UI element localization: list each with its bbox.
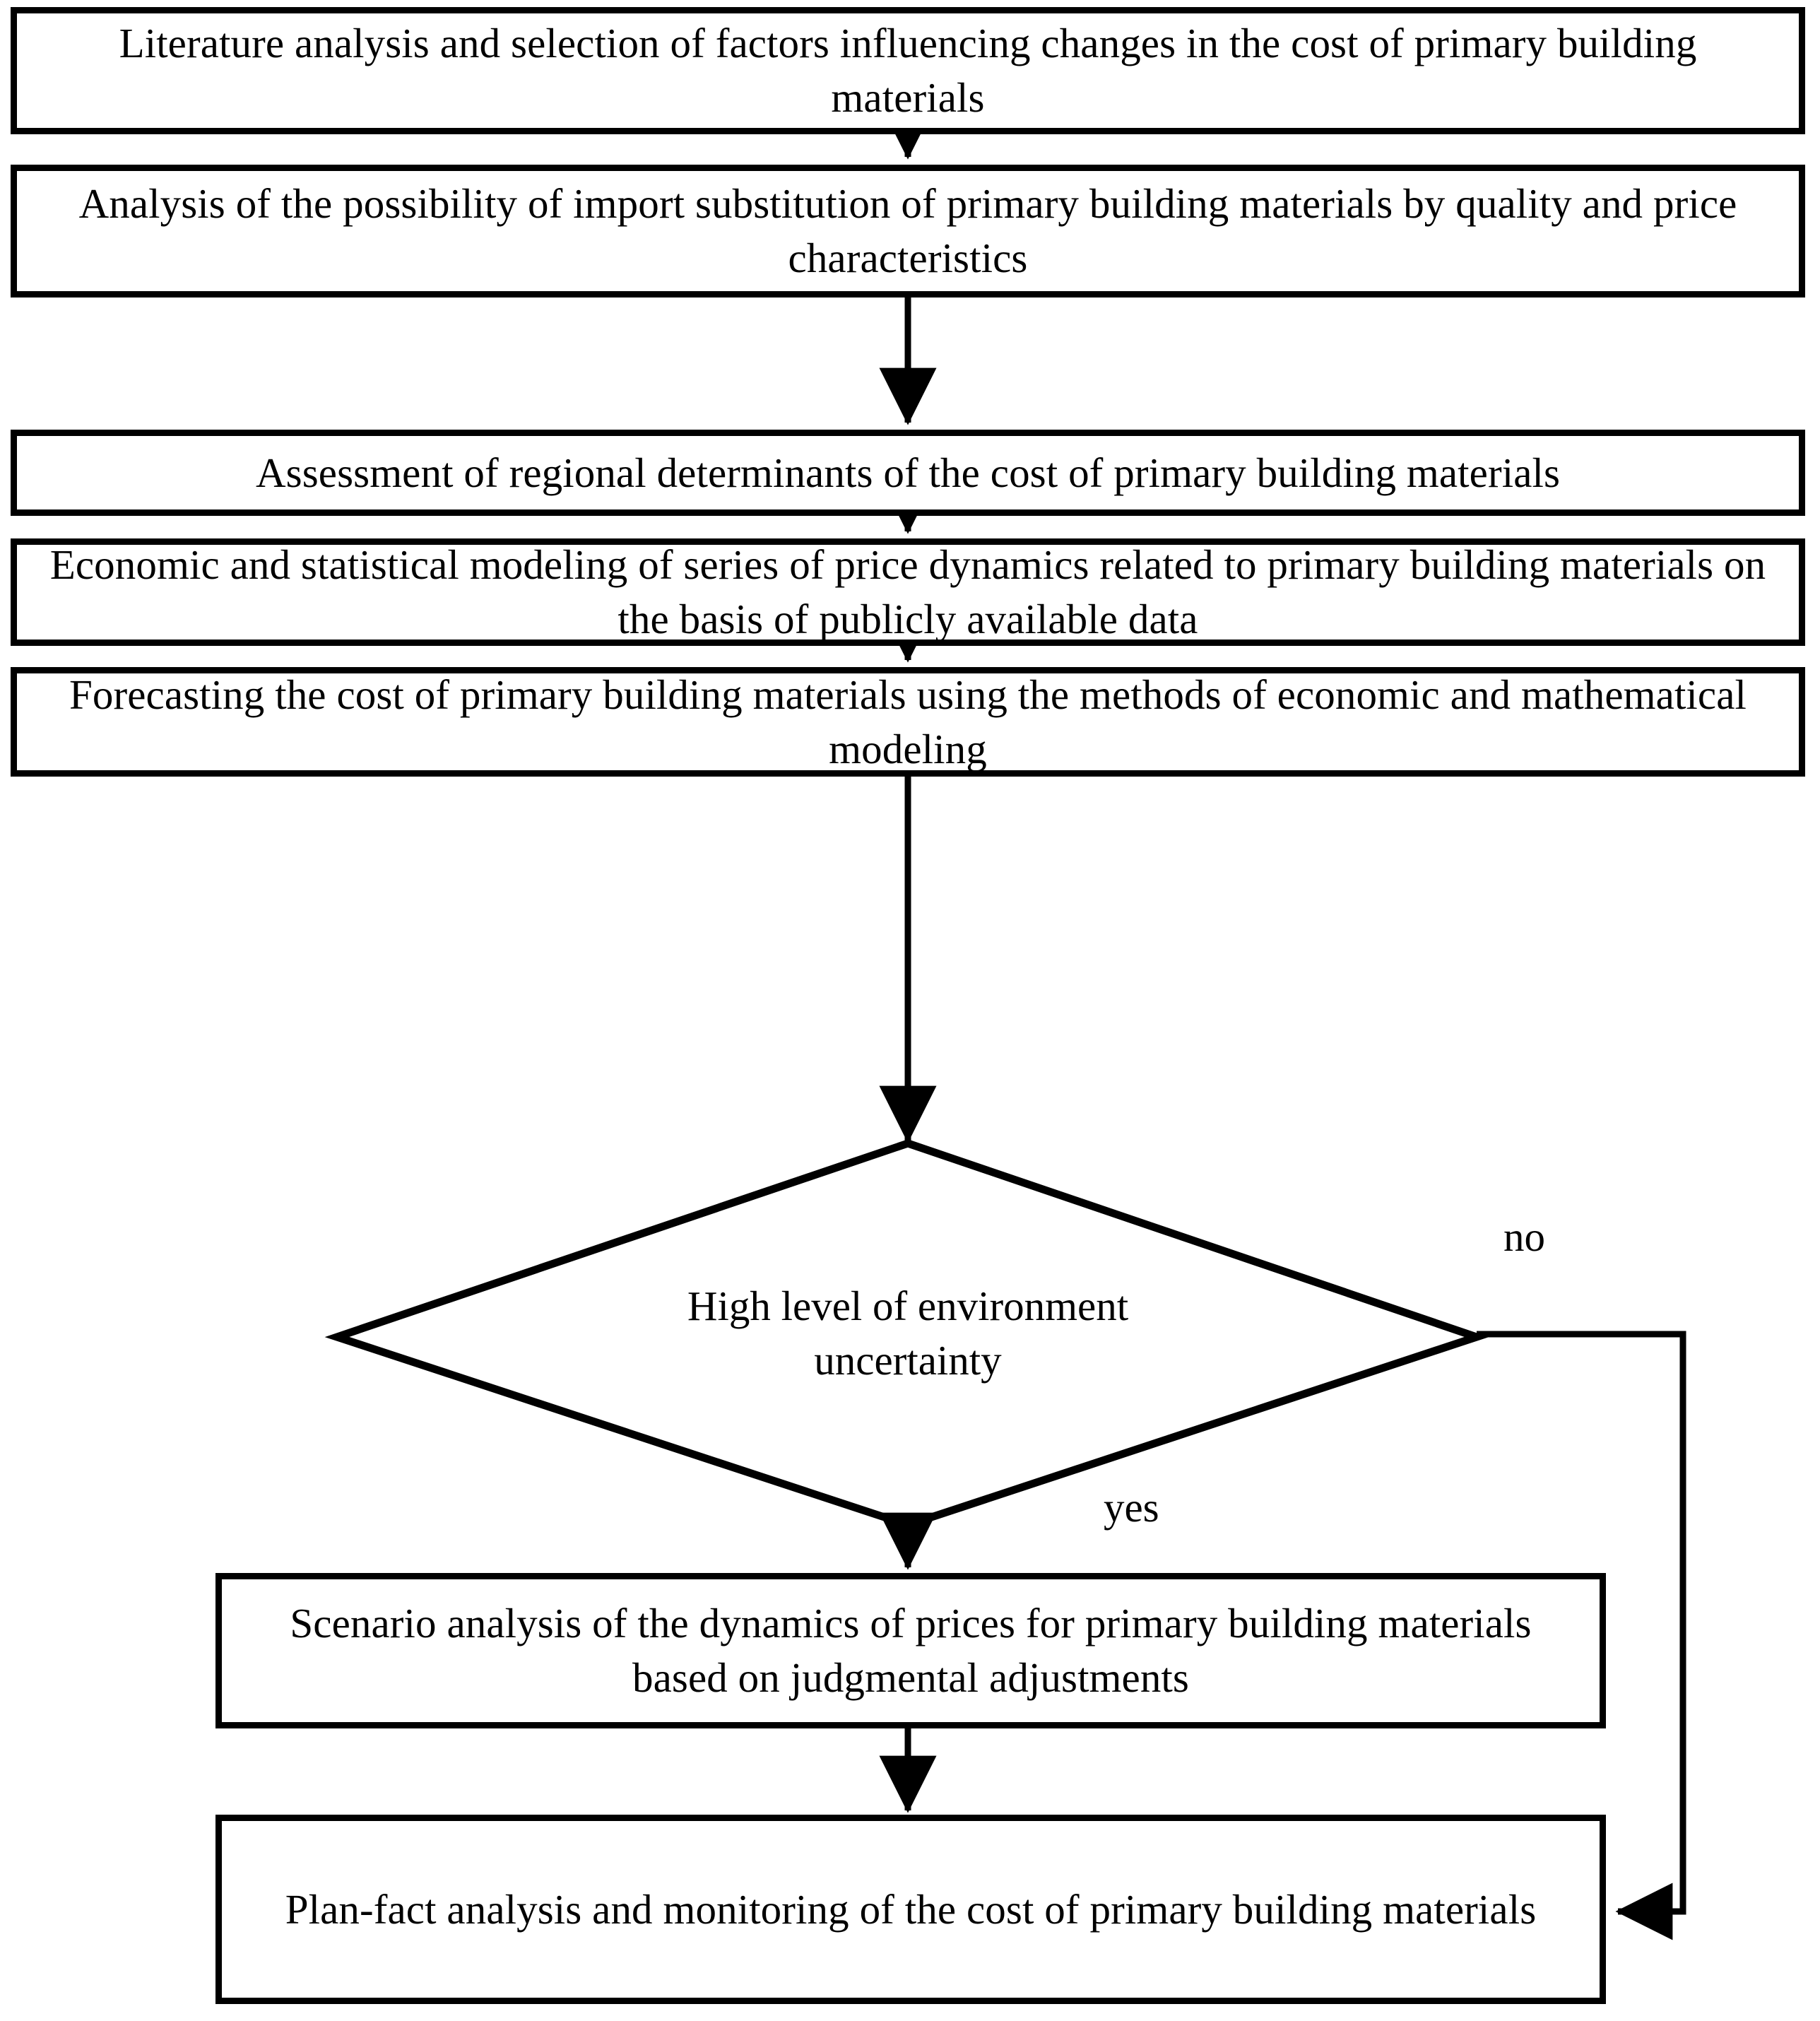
process-label-step-1: Literature analysis and selection of fac… <box>119 20 1697 121</box>
process-label-step-4: Economic and statistical modeling of ser… <box>49 541 1766 642</box>
edge-label-yes: yes <box>1104 1484 1159 1531</box>
process-box-step-5: Forecasting the cost of primary building… <box>11 667 1805 777</box>
process-label-step-7: Plan-fact analysis and monitoring of the… <box>285 1885 1537 1933</box>
process-label-step-3: Assessment of regional determinants of t… <box>255 449 1561 496</box>
process-box-step-4: Economic and statistical modeling of ser… <box>11 538 1805 646</box>
process-box-step-6: Scenario analysis of the dynamics of pri… <box>215 1573 1606 1728</box>
process-box-step-7: Plan-fact analysis and monitoring of the… <box>215 1815 1606 2004</box>
process-box-step-1: Literature analysis and selection of fac… <box>11 7 1805 134</box>
process-label-step-6: Scenario analysis of the dynamics of pri… <box>290 1600 1532 1701</box>
process-box-step-2: Analysis of the possibility of import su… <box>11 165 1805 297</box>
process-box-step-3: Assessment of regional determinants of t… <box>11 430 1805 516</box>
process-label-step-5: Forecasting the cost of primary building… <box>69 671 1747 772</box>
decision-label-text: High level of environment uncertainty <box>687 1283 1129 1384</box>
edge-label-no: no <box>1503 1213 1545 1260</box>
process-label-step-2: Analysis of the possibility of import su… <box>78 180 1737 281</box>
connector-decision-no-step7 <box>1477 1331 1686 1940</box>
